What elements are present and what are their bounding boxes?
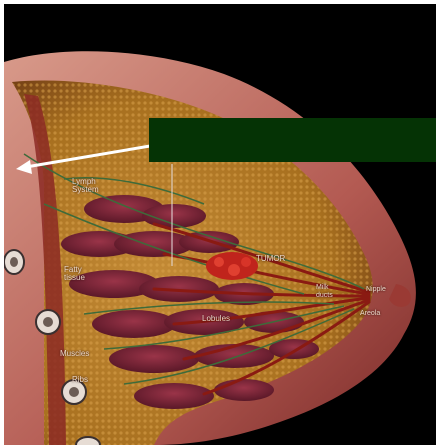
label-lymph-system: Lymph System bbox=[72, 178, 99, 194]
label-lobules: Lobules bbox=[202, 315, 230, 323]
breast-anatomy-illustration: Lymph System Fatty tissue TUMOR Milk duc… bbox=[4, 4, 436, 445]
label-areola: Areola bbox=[360, 310, 380, 318]
label-nipple: Nipple bbox=[366, 286, 386, 294]
overlay-box bbox=[149, 118, 436, 162]
label-milk-ducts: Milk ducts bbox=[316, 284, 333, 300]
anatomy-drawing bbox=[4, 4, 436, 445]
label-tumor: TUMOR bbox=[256, 255, 285, 263]
label-fatty-tissue: Fatty tissue bbox=[64, 266, 85, 282]
tumor bbox=[206, 252, 258, 280]
label-muscles: Muscles bbox=[60, 350, 89, 358]
label-ribs: Ribs bbox=[72, 376, 88, 384]
